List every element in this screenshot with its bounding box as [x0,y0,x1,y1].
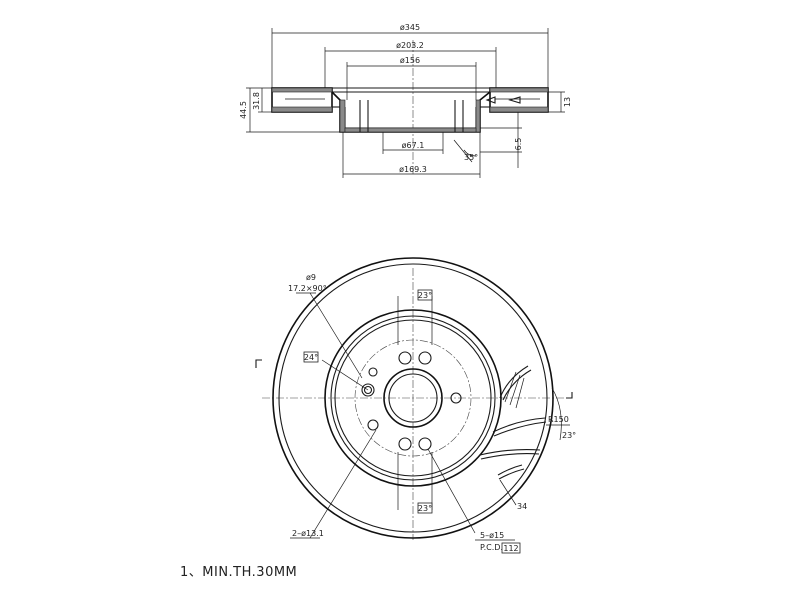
pcd-prefix: P.C.D. [480,543,503,552]
section-marker [255,359,262,368]
small-holes: 2–ø13.1 [292,529,324,538]
angle-box-left [303,351,319,363]
dim-chamfer-angle: 35° [464,153,478,162]
disc-outer-edge [272,257,554,539]
radius-label: R150 [548,415,569,424]
angle-left: 24° [304,353,318,362]
leader-line [427,448,476,534]
dim-outer-dia: ø345 [400,23,420,32]
front-view: ø9 17.2×90° 23° 24° 23° R150 23° 34 2–ø1… [255,257,576,554]
hat-step [330,315,496,481]
pcd-value: 112 [503,544,518,553]
center-bore [383,368,443,428]
dim-offset: 6.5 [514,138,523,151]
leader-line [499,479,517,506]
dim-total-height: 44.5 [239,101,248,119]
center-bore-chamfer [388,373,438,423]
bolt-holes: 5–ø15 [480,531,504,540]
pcd-box [501,542,521,554]
angle-right: 23° [562,431,576,440]
leader-line [309,429,377,539]
small-hole [367,419,379,431]
disc-section-body [271,87,549,133]
radius-arc [551,387,562,441]
section-marker-right [566,392,573,399]
note-min-thickness: 1、MIN.TH.30MM [180,565,297,580]
brake-slots [479,365,547,480]
slot-count: 34 [517,502,527,511]
bolt-hole [398,437,412,451]
pcd-circle [354,339,472,457]
angle-box-bottom [417,502,433,514]
dim-thickness: 13 [563,97,572,107]
small-hole [361,383,375,397]
bolt-hole [418,437,432,451]
dim-center-bore: ø67.1 [402,141,425,150]
hat-inner [334,319,492,477]
bolt-hole [398,351,412,365]
section-view: ø345 ø203.2 ø156 [239,23,572,178]
dim-inner-dia: ø156 [400,56,420,65]
hat-outer [324,309,502,487]
hole-spec-chamfer: 17.2×90° [288,284,327,293]
hole-spec-dia: ø9 [306,273,316,282]
disc-outer-chamfer [278,263,548,533]
angle-box-top [417,289,433,301]
leader-line [309,292,363,379]
dim-pcd-ring: ø169.3 [399,165,427,174]
small-hole-inner [363,385,373,395]
dim-hat-dia: ø203.2 [396,41,424,50]
angle-top: 23° [418,291,432,300]
bolt-hole [418,351,432,365]
dim-hat-height: 31.8 [252,92,261,110]
angle-bottom: 23° [418,504,432,513]
bolt-hole [450,392,462,404]
small-hole [368,367,378,377]
